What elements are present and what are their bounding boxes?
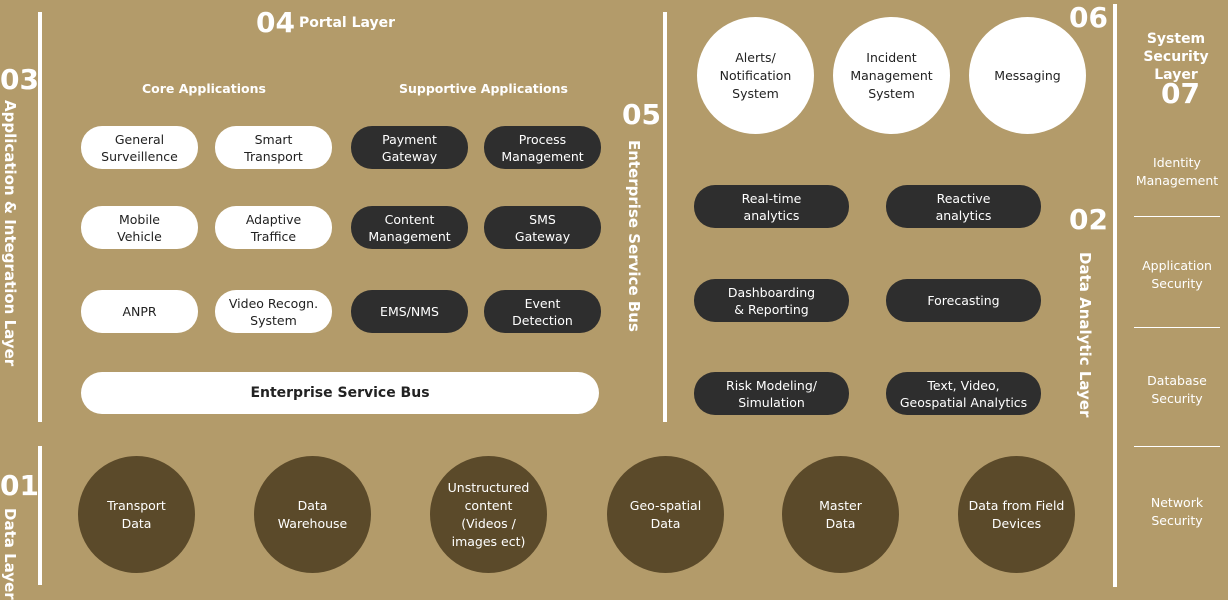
app-mobile-vehicle: Mobile Vehicle xyxy=(81,206,198,249)
data-source-geospatial: Geo-spatial Data xyxy=(607,456,724,573)
divider-security xyxy=(1113,4,1117,587)
app-adaptive-traffice: Adaptive Traffice xyxy=(215,206,332,249)
security-divider xyxy=(1134,327,1220,328)
analytics-real-time: Real-time analytics xyxy=(694,185,849,228)
app-sms-gateway: SMS Gateway xyxy=(484,206,601,249)
app-layer-title: Application & Integration Layer xyxy=(1,100,19,367)
security-database: Database Security xyxy=(1147,373,1207,406)
divider-app-layer xyxy=(38,12,42,422)
esb-layer-title: Enterprise Service Bus xyxy=(625,140,643,332)
security-layer-number: 07 xyxy=(1161,77,1200,110)
security-divider xyxy=(1134,216,1220,217)
app-ems-nms: EMS/NMS xyxy=(351,290,468,333)
security-application: Application Security xyxy=(1142,258,1212,291)
data-source-unstructured: Unstructured content (Videos / images ec… xyxy=(430,456,547,573)
app-content-management: Content Management xyxy=(351,206,468,249)
security-network: Network Security xyxy=(1150,495,1204,528)
divider-esb xyxy=(663,12,667,422)
app-payment-gateway: Payment Gateway xyxy=(351,126,468,169)
notification-layer-number: 06 xyxy=(1069,1,1108,34)
analytics-forecasting: Forecasting xyxy=(886,279,1041,322)
esb-layer-number: 05 xyxy=(622,98,661,131)
data-source-master: Master Data xyxy=(782,456,899,573)
supportive-applications-heading: Supportive Applications xyxy=(399,81,568,96)
app-video-recognition: Video Recogn. System xyxy=(215,290,332,333)
app-smart-transport: Smart Transport xyxy=(215,126,332,169)
app-anpr: ANPR xyxy=(81,290,198,333)
security-divider xyxy=(1134,446,1220,447)
core-applications-heading: Core Applications xyxy=(142,81,266,96)
app-layer-number: 03 xyxy=(0,63,39,96)
analytics-risk-modeling: Risk Modeling/ Simulation xyxy=(694,372,849,415)
portal-layer-title: Portal Layer xyxy=(299,15,396,31)
analytic-layer-title: Data Analytic Layer xyxy=(1076,252,1094,418)
analytics-text-video-geo: Text, Video, Geospatial Analytics xyxy=(886,372,1041,415)
app-process-management: Process Management xyxy=(484,126,601,169)
security-identity-management: Identity Management xyxy=(1135,155,1219,188)
enterprise-service-bus-bar: Enterprise Service Bus xyxy=(81,372,599,414)
incident-management-circle: Incident Management System xyxy=(833,17,950,134)
analytics-dashboarding: Dashboarding & Reporting xyxy=(694,279,849,322)
data-source-transport: Transport Data xyxy=(78,456,195,573)
analytics-reactive: Reactive analytics xyxy=(886,185,1041,228)
security-layer-title: System Security Layer xyxy=(1143,31,1209,83)
divider-data-layer xyxy=(38,446,42,585)
analytic-layer-number: 02 xyxy=(1069,203,1108,236)
messaging-circle: Messaging xyxy=(969,17,1086,134)
portal-layer-number: 04 xyxy=(256,6,295,39)
data-source-warehouse: Data Warehouse xyxy=(254,456,371,573)
data-layer-number: 01 xyxy=(0,469,39,502)
data-source-field-devices: Data from Field Devices xyxy=(958,456,1075,573)
app-event-detection: Event Detection xyxy=(484,290,601,333)
app-general-surveillence: General Surveillence xyxy=(81,126,198,169)
data-layer-title: Data Layer xyxy=(1,508,19,600)
alerts-notification-circle: Alerts/ Notification System xyxy=(697,17,814,134)
